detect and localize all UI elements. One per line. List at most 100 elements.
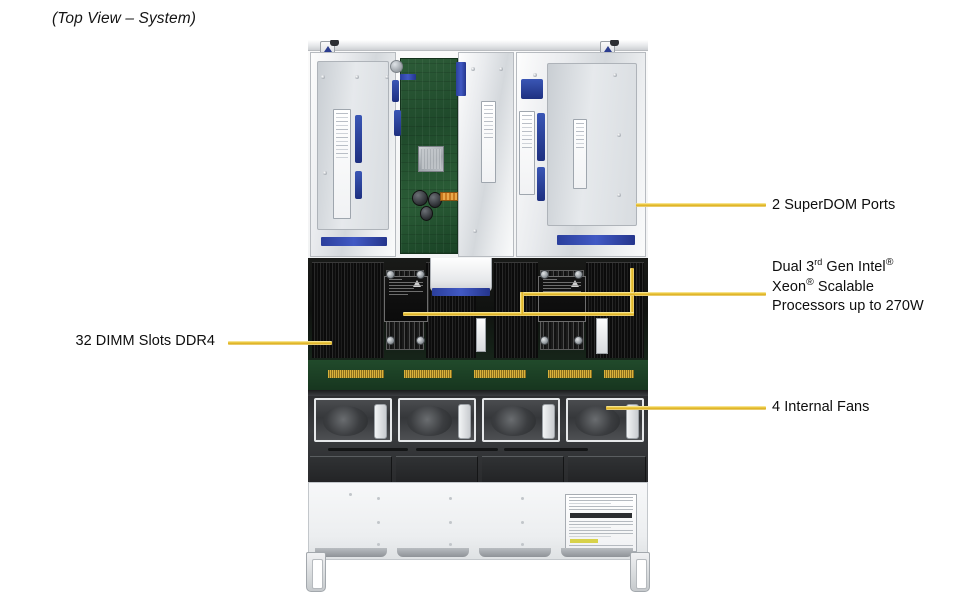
leader-line-cpu-main: [634, 292, 766, 296]
screw: [471, 67, 475, 71]
callout-cpu-line-2: Xeon® Scalable: [772, 277, 924, 298]
pin-header: [404, 370, 452, 378]
pcie-slot-white-2: [596, 318, 608, 354]
registered-mark-icon: ®: [885, 257, 894, 269]
dimm-bank-4: [586, 262, 644, 358]
screw: [349, 493, 352, 496]
blue-duct-tab: [432, 288, 490, 296]
callout-internal-fans: 4 Internal Fans: [772, 398, 869, 418]
screw: [473, 229, 477, 233]
pin-header: [328, 370, 384, 378]
bezel-vent: [315, 548, 387, 557]
screw: [521, 521, 524, 524]
blue-tab: [521, 79, 543, 99]
callout-cpu-line-1: Dual 3rd Gen Intel®: [772, 257, 924, 278]
callout-superdom-ports: 2 SuperDOM Ports: [772, 196, 895, 216]
blue-tab: [394, 110, 401, 136]
cpu-dimm-region: [308, 258, 648, 390]
riser-blue-handle-right: [557, 235, 635, 245]
internal-fan-4: [566, 398, 644, 442]
chassis-top-rail: [308, 40, 648, 51]
riser-cage-left-panel: [317, 61, 389, 230]
heatsink-screw: [416, 270, 425, 279]
heatsink-screw: [540, 336, 549, 345]
screw: [449, 543, 452, 546]
blue-tab: [537, 167, 545, 201]
cmos-battery: [390, 60, 403, 73]
callout-cpu-ordinal-suffix: rd: [814, 257, 823, 268]
latch-knob-right: [610, 40, 619, 46]
screw: [377, 521, 380, 524]
capacitor: [412, 190, 428, 206]
server-top-view-photo: [306, 40, 650, 592]
callout-dimm-slots: 32 DIMM Slots DDR4: [0, 332, 215, 352]
leader-line-cpu-branch-upper: [520, 292, 634, 296]
screw: [617, 193, 621, 197]
bezel-vent: [479, 548, 551, 557]
screw: [321, 75, 325, 79]
heatsink-screw: [386, 270, 395, 279]
callout-cpu-prefix: Dual 3: [772, 259, 815, 275]
pch-chip: [418, 146, 444, 172]
callout-cpu-mid: Gen Intel: [822, 259, 886, 275]
fan-bay-3: [482, 456, 564, 482]
fan-cable: [504, 448, 588, 451]
chassis-foot-left: [306, 552, 326, 592]
riser-blue-handle-left: [321, 237, 387, 246]
screw: [377, 497, 380, 500]
callout-superdom-text: 2 SuperDOM Ports: [772, 197, 896, 213]
internal-fan-3: [482, 398, 560, 442]
fan-cable: [416, 448, 498, 451]
chassis-foot-right: [630, 552, 650, 592]
heatsink-screw: [540, 270, 549, 279]
product-spec-sticker: [565, 494, 637, 552]
cpu-label-1: [384, 276, 428, 322]
riser-cage-right: [516, 52, 646, 257]
fan-bay-2: [396, 456, 478, 482]
callout-cpu-xeon: Xeon: [772, 278, 807, 295]
riser-label-sticker-left: [333, 109, 351, 219]
bezel-vent: [561, 548, 633, 557]
screw: [323, 171, 327, 175]
screw: [377, 543, 380, 546]
superdom-ports: [440, 192, 458, 201]
callout-dimm-text: 32 DIMM Slots DDR4: [75, 333, 215, 349]
fan-handle: [626, 404, 639, 439]
screw: [499, 67, 503, 71]
riser-label-sticker-right: [519, 111, 535, 195]
screw: [521, 497, 524, 500]
screw: [533, 73, 537, 77]
dimm-bank-3: [494, 262, 538, 358]
server-chassis: [306, 40, 650, 592]
leader-line-fans: [606, 406, 766, 410]
pcie-slot-white-1: [476, 318, 486, 352]
fan-bay-1: [310, 456, 392, 482]
bezel-vent: [397, 548, 469, 557]
leader-line-cpu-branch-connector: [520, 292, 524, 314]
screw: [355, 75, 359, 79]
screw: [521, 543, 524, 546]
callout-cpu-line-3: Processors up to 270W: [772, 298, 924, 314]
fan-handle: [542, 404, 555, 439]
fan-handle: [374, 404, 387, 439]
internal-fan-1: [314, 398, 392, 442]
blue-tab: [537, 113, 545, 161]
screw: [385, 75, 389, 79]
screw: [613, 73, 617, 77]
blue-tab: [355, 115, 362, 163]
screw: [617, 133, 621, 137]
latch-knob-left: [330, 40, 339, 46]
fan-rail: [308, 390, 648, 396]
riser-cage-right-panel: [547, 63, 637, 226]
leader-line-dimm: [228, 341, 332, 345]
riser-cage-left: [310, 52, 396, 257]
screw: [449, 497, 452, 500]
shroud-label-sticker: [481, 101, 496, 183]
heatsink-screw: [574, 336, 583, 345]
callout-cpu: Dual 3rd Gen Intel® Xeon® Scalable Proce…: [772, 257, 924, 317]
leader-line-cpu-branch-lower: [403, 312, 634, 316]
upper-chassis-region: [308, 40, 648, 258]
blue-connector: [400, 74, 416, 80]
front-bezel-cover: [308, 482, 648, 560]
